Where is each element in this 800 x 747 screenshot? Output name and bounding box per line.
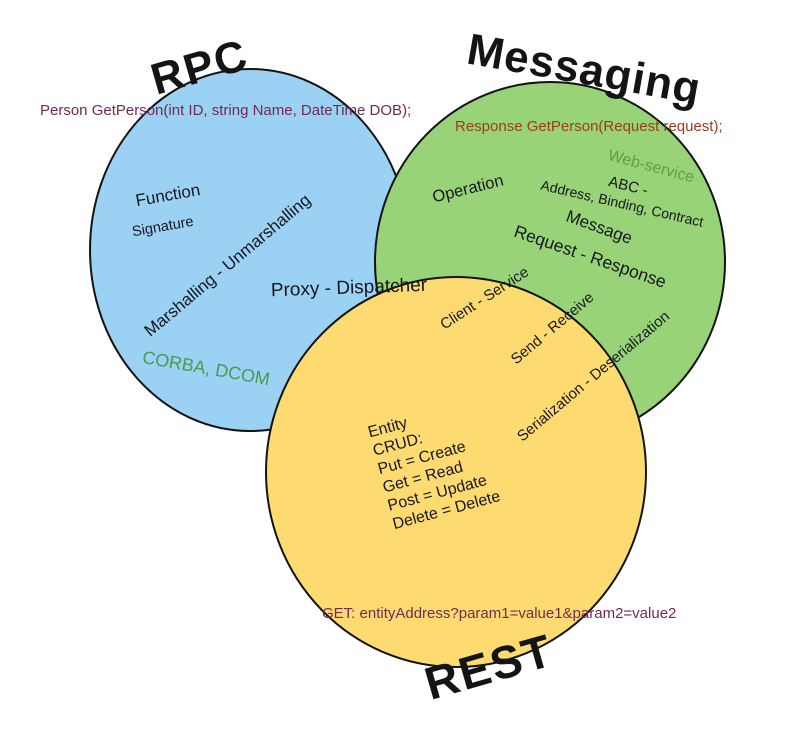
rest-circle <box>265 276 647 668</box>
rpc-code-signature: Person GetPerson(int ID, string Name, Da… <box>40 102 412 119</box>
messaging-code-signature: Response GetPerson(Request request); <box>455 118 723 135</box>
rest-code-url: GET: entityAddress?param1=value1&param2=… <box>322 605 677 622</box>
